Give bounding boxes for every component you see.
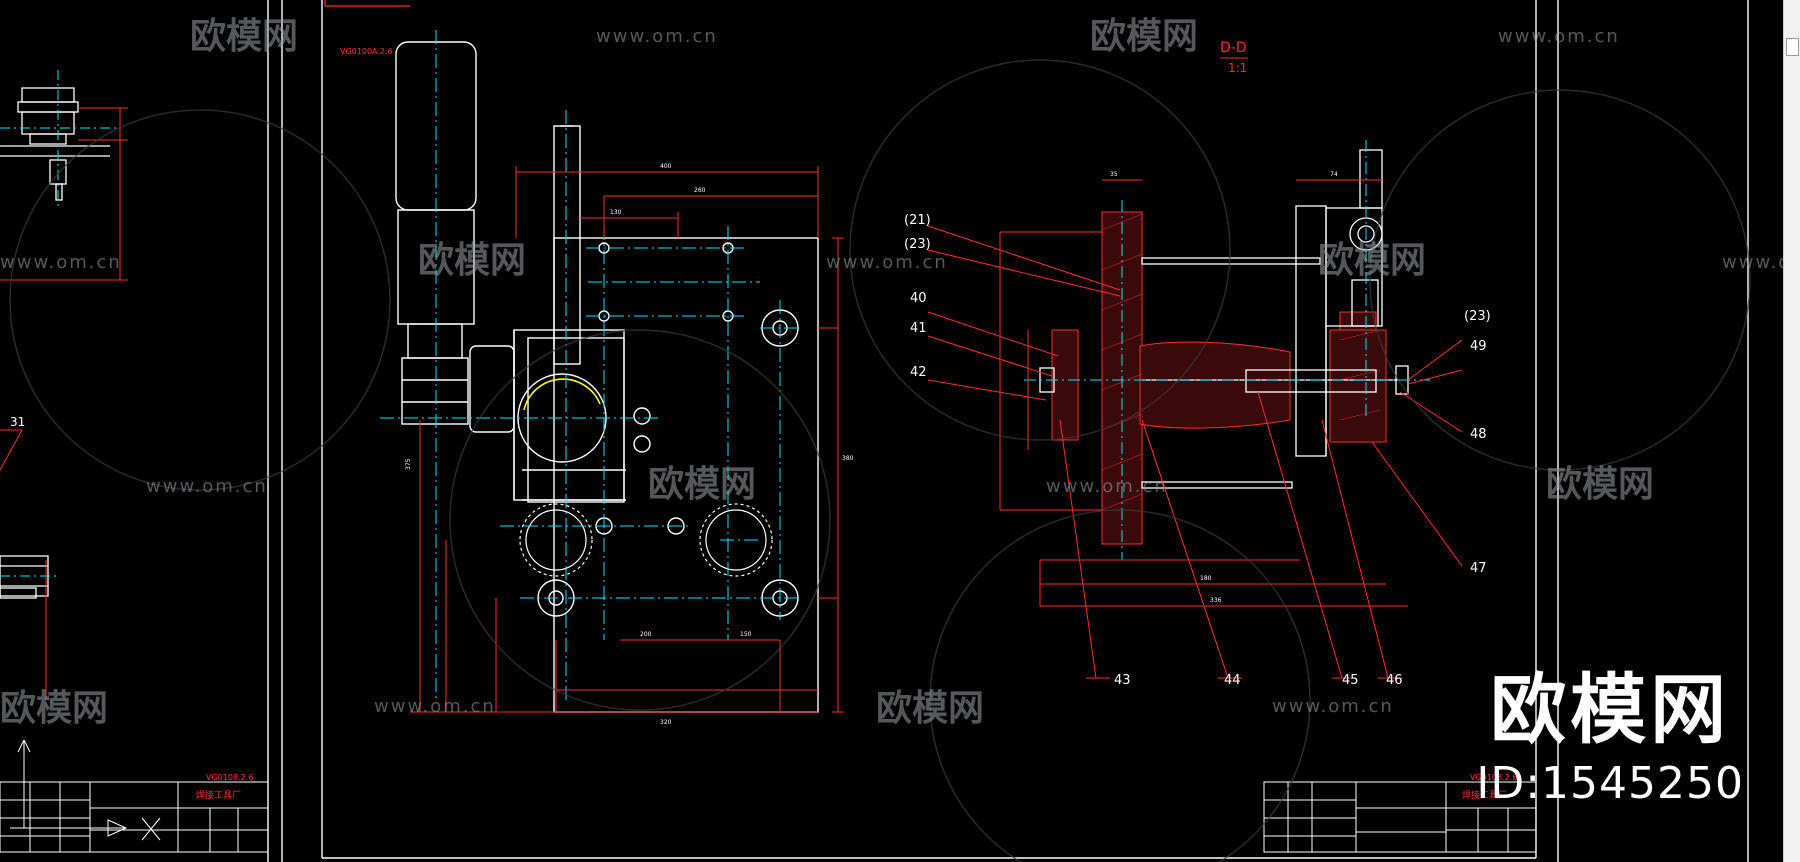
- watermark-url: www.om.cn: [374, 696, 496, 717]
- svg-text:336: 336: [1210, 597, 1222, 604]
- callout-47: 47: [1470, 561, 1487, 576]
- callout-46: 46: [1386, 673, 1403, 688]
- title-block-right: VG0108.2.6 焊接工具厂: [1263, 773, 1537, 853]
- svg-text:375: 375: [405, 458, 412, 470]
- callout-44: 44: [1224, 673, 1241, 688]
- callout-40: 40: [910, 291, 927, 306]
- title-code-right: VG0108.2.6: [1470, 773, 1517, 782]
- watermark-logos: 欧模网 欧模网 欧模网 欧模网 欧模网 欧模网 欧模网 欧模网: [0, 16, 1654, 729]
- watermark-logo: 欧模网: [0, 688, 108, 729]
- watermark-rings: [9, 59, 1751, 862]
- svg-text:130: 130: [610, 209, 622, 216]
- watermark-logo: 欧模网: [190, 16, 298, 57]
- title-code-left: VG0108.2.6: [206, 773, 253, 782]
- watermark-url: www.om.cn: [1498, 26, 1620, 47]
- watermark-logo: 欧模网: [876, 688, 984, 729]
- callout-41: 41: [910, 321, 927, 336]
- svg-text:74: 74: [1330, 171, 1338, 178]
- title-name-right: 焊接工具厂: [1462, 789, 1507, 801]
- callout-43: 43: [1114, 673, 1131, 688]
- sheet-borders: [267, 0, 1749, 862]
- brand-title: 欧模网: [1490, 665, 1731, 754]
- vertical-scrollbar[interactable]: [1783, 0, 1800, 862]
- watermark-url: www.om.cn: [146, 476, 268, 497]
- svg-text:380: 380: [842, 455, 854, 462]
- svg-text:35: 35: [1110, 171, 1118, 178]
- callout-23-a: (23): [904, 237, 931, 252]
- watermark-logo: 欧模网: [418, 240, 526, 281]
- front-view: 400 260 130 380 320 200 150 375 VG0100A.…: [340, 30, 854, 726]
- watermark-url: www.om.cn: [1722, 252, 1800, 273]
- section-scale: 1:1: [1228, 61, 1247, 75]
- part-number-top: VG0100A.2.6: [340, 47, 393, 56]
- svg-text:400: 400: [660, 163, 672, 170]
- callout-21: (21): [904, 213, 931, 228]
- svg-text:200: 200: [640, 631, 652, 638]
- watermark-logo: 欧模网: [648, 464, 756, 505]
- watermark-urls: www.om.cn www.om.cn www.om.cn www.om.cn …: [0, 26, 1800, 717]
- svg-text:320: 320: [660, 719, 672, 726]
- callout-42: 42: [910, 365, 927, 380]
- scrollbar-thumb[interactable]: [1786, 38, 1799, 56]
- svg-text:150: 150: [740, 631, 752, 638]
- brand-overlay: 欧模网 ID:1545250: [1476, 665, 1744, 810]
- highlight-arc: [523, 378, 601, 411]
- section-dd-view: D-D 1:1: [904, 40, 1491, 688]
- watermark-logo: 欧模网: [1318, 240, 1426, 281]
- red-frame-lines: [324, 0, 410, 7]
- watermark-url: www.om.cn: [0, 252, 122, 273]
- model-id-label: ID:1545250: [1476, 758, 1744, 809]
- watermark-url: www.om.cn: [1272, 696, 1394, 717]
- svg-text:180: 180: [1200, 575, 1212, 582]
- watermark-url: www.om.cn: [596, 26, 718, 47]
- callout-48: 48: [1470, 427, 1487, 442]
- watermark-url: www.om.cn: [826, 252, 948, 273]
- watermark-logo: 欧模网: [1546, 464, 1654, 505]
- section-label: D-D: [1220, 40, 1247, 56]
- callout-23-b: (23): [1464, 309, 1491, 324]
- watermark-logo: 欧模网: [1090, 16, 1198, 57]
- callout-31: 31: [10, 415, 25, 429]
- callout-49: 49: [1470, 339, 1487, 354]
- svg-text:260: 260: [694, 187, 706, 194]
- watermark-url: www.om.cn: [1046, 476, 1168, 497]
- left-partial-view: 31: [0, 70, 128, 700]
- leader-lines: [927, 225, 1463, 679]
- callout-45: 45: [1342, 673, 1359, 688]
- title-block-left: VG0108.2.6 焊接工具厂: [0, 739, 269, 853]
- title-name-left: 焊接工具厂: [196, 789, 241, 801]
